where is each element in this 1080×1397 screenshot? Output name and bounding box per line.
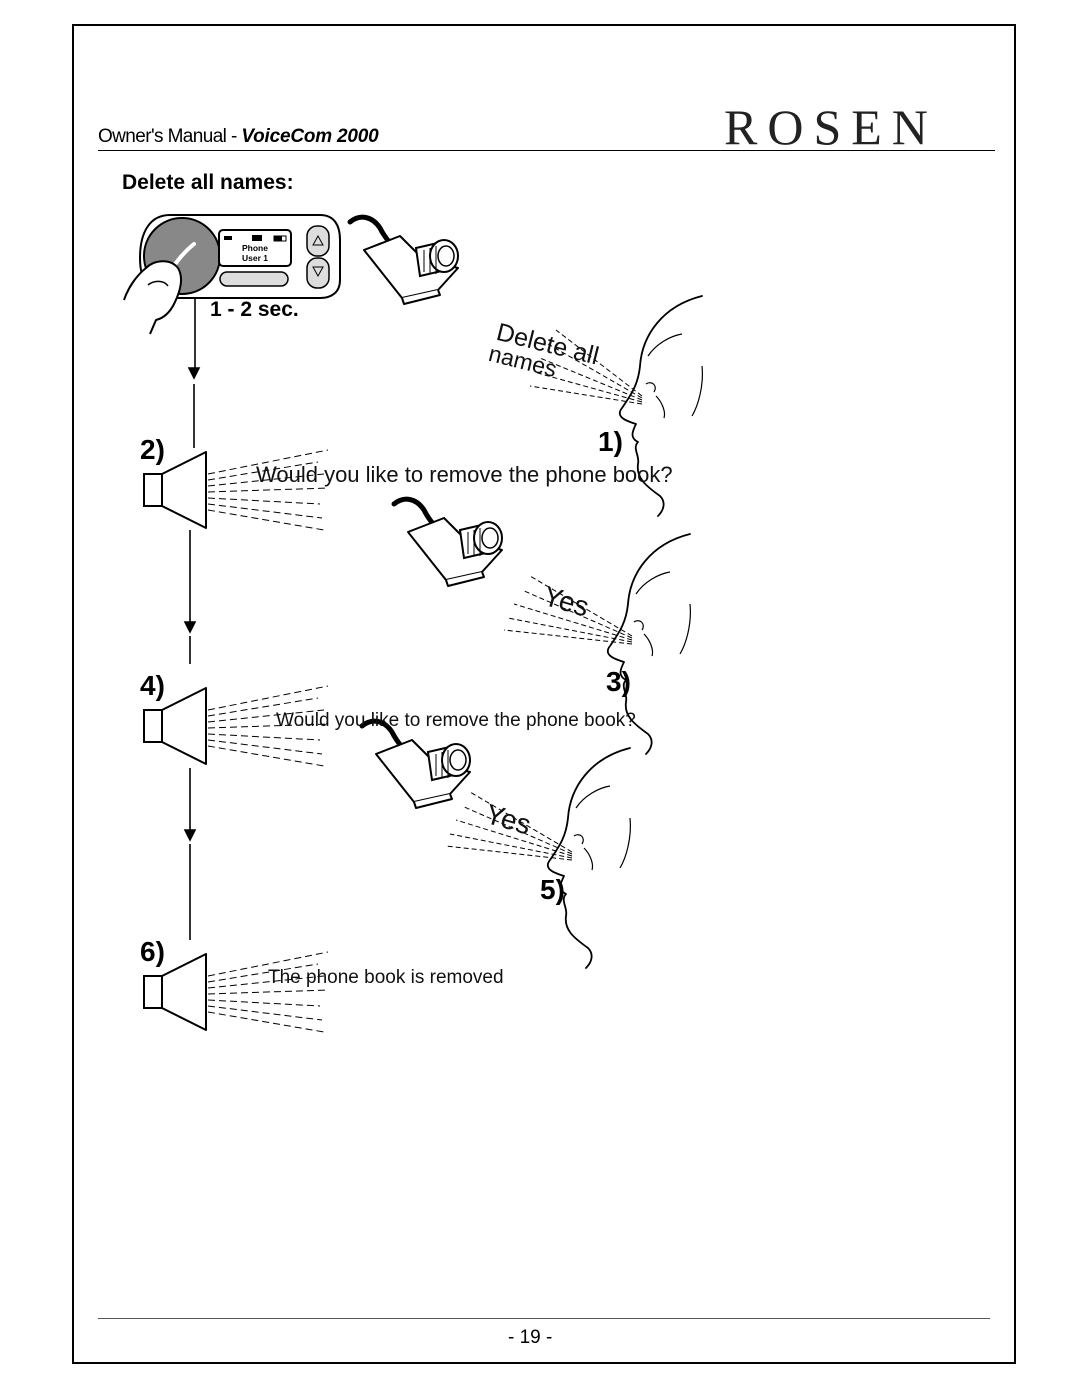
speaker-icon	[143, 951, 329, 1033]
step-number: 5)	[540, 874, 565, 905]
menu-key	[219, 271, 289, 287]
rosen-logo: ROSEN	[724, 99, 938, 155]
voice-rays	[503, 575, 633, 645]
voice-rays	[529, 329, 643, 405]
microphone-icon	[362, 721, 470, 808]
microphone-icon	[394, 499, 502, 586]
down-key	[306, 257, 330, 289]
flow-arrow	[183, 530, 197, 664]
voice-prompt: Would you like to remove the phone book?	[256, 462, 673, 487]
face-icon	[546, 747, 632, 969]
manual-label: Owner's Manual -	[98, 126, 242, 147]
screen-line-1: Phone	[242, 243, 268, 253]
step-number: 2)	[140, 434, 165, 465]
model-name: VoiceCom 2000	[241, 126, 379, 147]
voice-rays	[445, 791, 573, 861]
flow-arrow	[187, 298, 201, 448]
step-number: 6)	[140, 936, 165, 967]
thumb	[123, 260, 182, 335]
step-number: 4)	[140, 670, 165, 701]
footer-rule	[98, 1318, 990, 1319]
screen-line-2: User 1	[242, 253, 268, 263]
voicecom-device	[123, 214, 341, 335]
page-number: - 19 -	[508, 1327, 553, 1348]
flow-arrow	[183, 768, 197, 940]
manual-title: Owner's Manual - VoiceCom 2000	[98, 126, 379, 148]
step-number: 3)	[606, 666, 631, 697]
header-rule	[98, 150, 995, 151]
page-frame	[72, 24, 1016, 1364]
hold-duration-label: 1 - 2 sec.	[210, 298, 299, 321]
device-screen	[218, 229, 292, 267]
voice-prompt: The phone book is removed	[268, 967, 504, 988]
microphone-icon	[350, 217, 458, 304]
voice-prompt: Would you like to remove the phone book?	[276, 710, 636, 731]
step-number: 1)	[598, 426, 623, 457]
up-key	[306, 225, 330, 257]
section-title: Delete all names:	[122, 171, 294, 194]
